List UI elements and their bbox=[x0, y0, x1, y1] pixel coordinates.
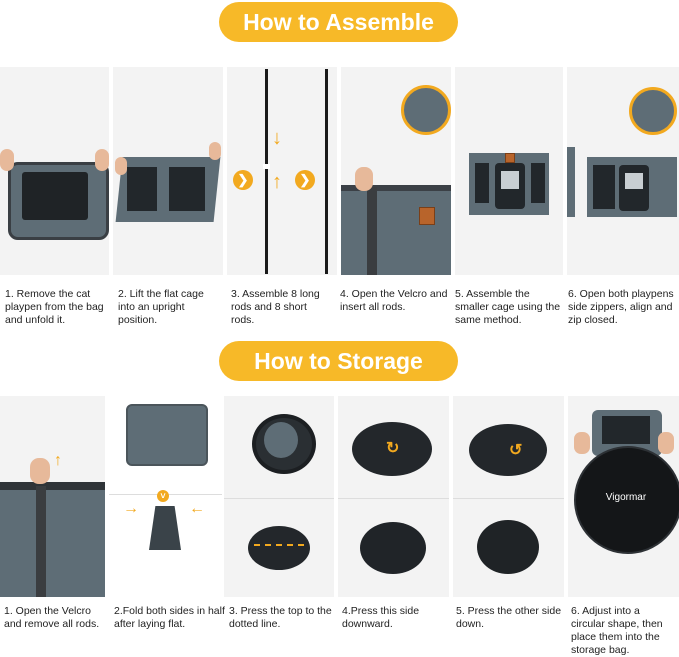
assemble-title: How to Assemble bbox=[219, 2, 458, 42]
assemble-step-4-caption: 4. Open the Velcro and insert all rods. bbox=[340, 288, 448, 313]
storage-step-6-caption: 6. Adjust into a circular shape, then pl… bbox=[571, 605, 663, 656]
assemble-step-1-caption: 1. Remove the cat playpen from the bag a… bbox=[5, 288, 104, 326]
storage-step-5-caption: 5. Press the other side down. bbox=[456, 605, 562, 630]
arrow-down-icon: ↓ bbox=[272, 127, 282, 149]
storage-step-6-image: Vigormar bbox=[568, 396, 679, 597]
arrow-up-icon: ↑ bbox=[54, 452, 62, 469]
arrow-up-icon: ↑ bbox=[272, 171, 282, 193]
assemble-step-2-caption: 2. Lift the flat cage into an upright po… bbox=[118, 288, 204, 326]
assemble-step-3-caption: 3. Assemble 8 long rods and 8 short rods… bbox=[231, 288, 320, 326]
storage-step-4-caption: 4.Press this side downward. bbox=[342, 605, 420, 630]
assemble-step-6-image bbox=[567, 67, 679, 275]
assemble-step-5-image bbox=[455, 67, 563, 275]
arrow-right-icon: → bbox=[123, 500, 139, 517]
storage-step-2-caption: 2.Fold both sides in half after laying f… bbox=[114, 605, 225, 630]
storage-bag-brand: Vigormar bbox=[605, 492, 647, 503]
storage-step-2-image: → ← ˅ bbox=[109, 396, 222, 597]
arrow-left-icon: ← bbox=[189, 500, 205, 517]
storage-step-3-image bbox=[224, 396, 334, 597]
arrow-right-icon: ❯ bbox=[295, 170, 315, 190]
storage-step-4-image: ↻ bbox=[338, 396, 449, 597]
storage-step-1-caption: 1. Open the Velcro and remove all rods. bbox=[4, 605, 100, 630]
assemble-step-4-image bbox=[341, 67, 451, 275]
chevron-down-icon: ˅ bbox=[157, 490, 169, 502]
assemble-step-5-caption: 5. Assemble the smaller cage using the s… bbox=[455, 288, 561, 326]
storage-title: How to Storage bbox=[219, 341, 458, 381]
arrow-right-icon: ❯ bbox=[233, 170, 253, 190]
assemble-step-1-image bbox=[0, 67, 109, 275]
assemble-step-3-image: ❯ ❯ ↓ ↑ bbox=[227, 67, 337, 275]
arrow-curve-icon: ↻ bbox=[386, 440, 400, 457]
storage-step-1-image: ↑ bbox=[0, 396, 105, 597]
assemble-step-2-image bbox=[113, 67, 223, 275]
storage-step-5-image: ↺ bbox=[453, 396, 564, 597]
storage-step-3-caption: 3. Press the top to the dotted line. bbox=[229, 605, 332, 630]
arrow-curve-icon: ↺ bbox=[509, 442, 523, 459]
assemble-step-6-caption: 6. Open both playpens side zippers, alig… bbox=[568, 288, 674, 326]
